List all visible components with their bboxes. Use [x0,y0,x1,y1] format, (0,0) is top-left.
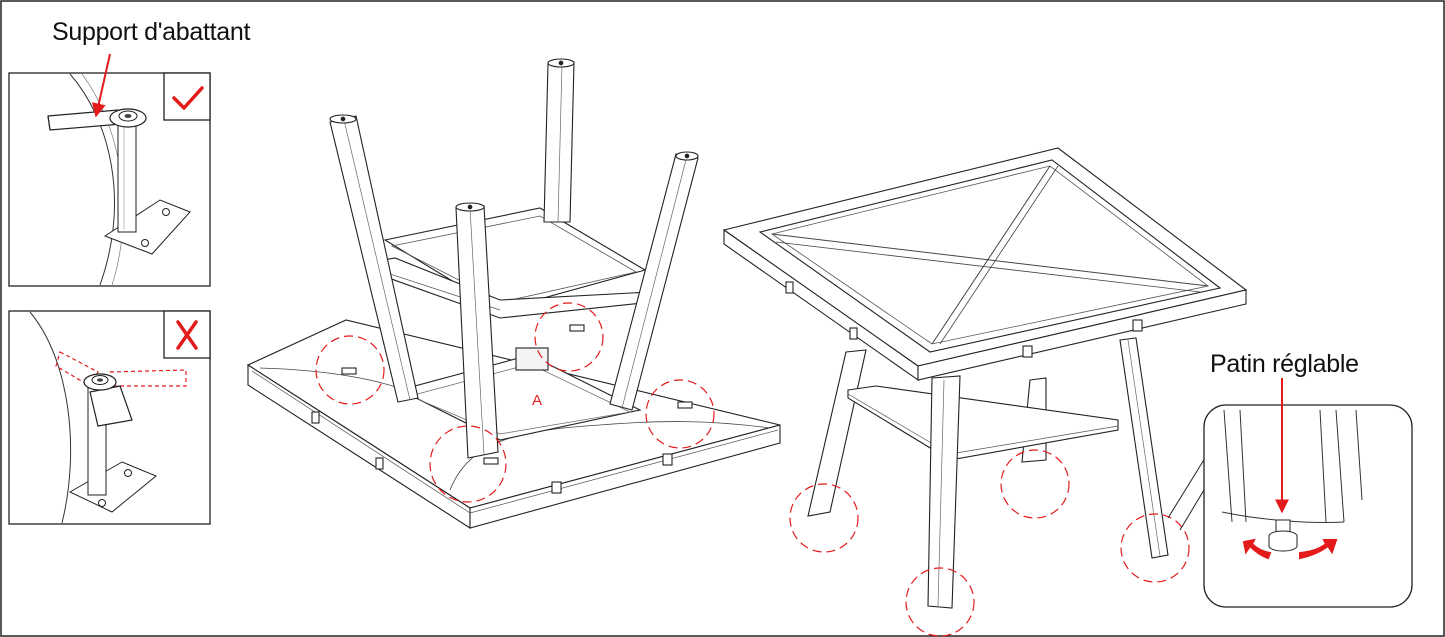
panel-adjustable-foot [1203,378,1413,608]
panel-incorrect [8,310,211,525]
checkmark-icon [172,86,204,110]
highlight-circles-middle [315,302,715,503]
label-patin-reglable: Patin réglable [1210,350,1359,378]
detail-leader [1167,449,1211,519]
rotate-right-arrow-icon [1299,539,1338,560]
panel-correct [8,53,211,287]
rotate-left-arrow-icon [1242,538,1272,560]
label-part-a: A [532,392,543,409]
label-arrow [91,53,111,118]
highlight-circles-right [789,449,1190,637]
check-box [163,72,211,121]
label-support-abattant: Support d'abattant [52,18,251,46]
table-assembled [722,147,1248,609]
table-upside-down [246,58,781,530]
cross-icon [176,320,198,350]
